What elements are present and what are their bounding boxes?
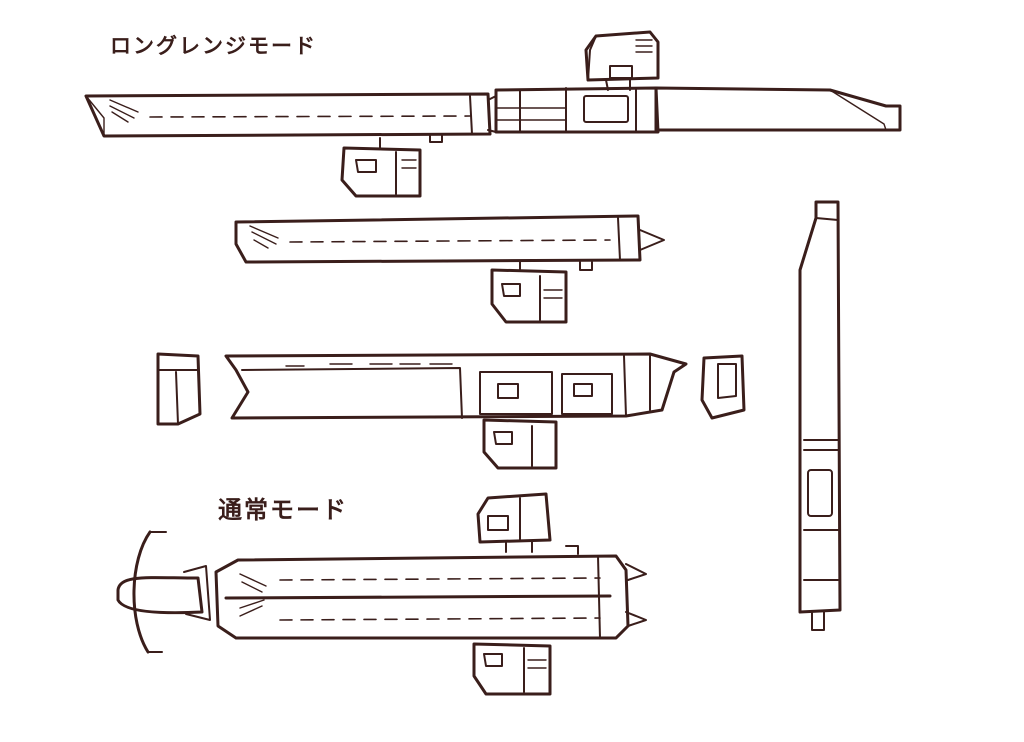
weapon-normal-mode xyxy=(116,492,647,696)
label-normal-mode: 通常モード xyxy=(218,496,348,524)
label-long-range-mode: ロングレンジモード xyxy=(110,34,317,58)
weapon-long-range-mode xyxy=(84,30,902,198)
weapon-view-vertical xyxy=(798,200,842,631)
weapon-view-disassembled xyxy=(156,352,746,470)
weapon-view-compact xyxy=(234,214,665,324)
